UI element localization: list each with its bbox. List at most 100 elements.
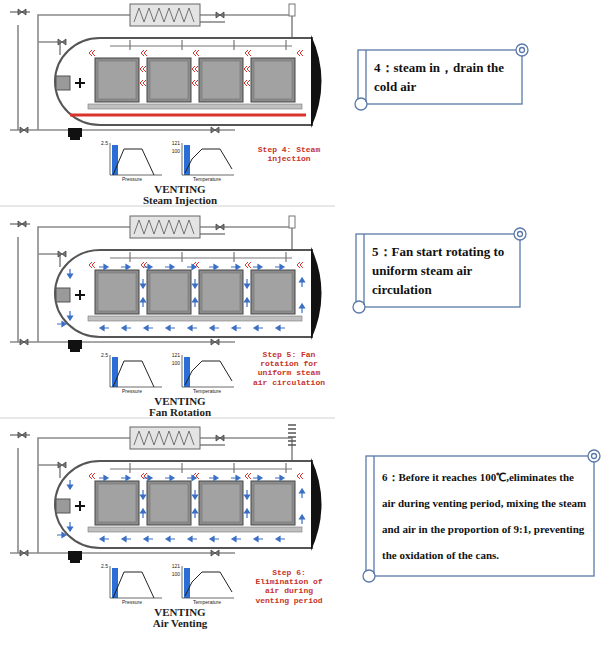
- basket-inner: [150, 273, 188, 311]
- flow-arrow: [276, 326, 285, 331]
- chart-axis: [182, 355, 234, 387]
- scroll-curl: [518, 232, 523, 237]
- flow-arrow: [122, 537, 131, 542]
- pipe: [10, 552, 235, 554]
- steam-mark: [140, 80, 146, 86]
- step-label: Step 4: Steam injection: [250, 145, 328, 163]
- flow-arrow: [99, 265, 108, 270]
- flow-arrow: [188, 326, 197, 331]
- chart-axis: [110, 566, 162, 598]
- steam-mark: [192, 80, 198, 86]
- stage-subtitle: Steam Injection: [143, 194, 217, 206]
- flow-arrow: [100, 326, 109, 331]
- chart-bar: [184, 357, 190, 387]
- scroll-banner: 4：steam in，drain the cold air: [352, 40, 532, 112]
- basket-inner: [98, 484, 136, 522]
- basket-inner: [202, 61, 240, 99]
- chart-curve: [113, 572, 154, 598]
- basket: [147, 270, 191, 314]
- vent-valve: [288, 425, 296, 445]
- flow-arrow: [253, 265, 262, 270]
- flow-arrow: [121, 265, 130, 270]
- axis-value: 100: [172, 149, 180, 155]
- axis-value: 2.5: [101, 564, 108, 570]
- scroll-curl: [355, 98, 367, 110]
- step-note: 5：Fan start rotating to uniform steam ai…: [350, 224, 530, 315]
- flow-arrow: [141, 298, 146, 307]
- heat-exchanger-coil: [134, 220, 194, 234]
- valve-symbol: [211, 339, 219, 345]
- chart-curve: [185, 149, 232, 173]
- basket: [95, 58, 139, 102]
- nozzle: [233, 252, 234, 262]
- fan-symbol: [75, 290, 85, 300]
- steam-mark: [140, 66, 146, 72]
- flow-arrow: [100, 537, 109, 542]
- nozzle: [129, 252, 130, 262]
- valve-symbol: [18, 432, 26, 438]
- steam-mark: [192, 66, 198, 72]
- basket: [251, 270, 295, 314]
- scroll-roll: [373, 456, 374, 574]
- axis-label: Pressure: [122, 177, 142, 183]
- axis-label: Temperature: [193, 177, 221, 183]
- flow-arrow: [253, 476, 262, 481]
- flow-arrow: [144, 326, 153, 331]
- axis-label: Pressure: [122, 600, 142, 606]
- scroll-roll: [365, 50, 366, 102]
- axis-value: 121: [172, 141, 180, 147]
- rail: [88, 316, 302, 321]
- scroll-banner: 6：Before it reaches 100℃,eliminates the …: [360, 446, 604, 584]
- scroll-curl: [363, 570, 375, 582]
- fan-motor: [56, 288, 70, 302]
- heat-exchanger: [130, 427, 200, 449]
- flow-arrow: [193, 490, 198, 499]
- valve-symbol: [18, 9, 26, 15]
- pipe: [200, 15, 292, 40]
- flow-arrow: [144, 537, 153, 542]
- flow-arrow: [245, 509, 250, 518]
- retort-door: [311, 35, 322, 128]
- flow-arrow: [193, 509, 198, 518]
- basket-inner: [254, 484, 292, 522]
- flow-arrow: [231, 265, 240, 270]
- flow-arrow: [193, 298, 198, 307]
- flow-arrow: [245, 490, 250, 499]
- valve-symbol: [58, 462, 66, 468]
- basket: [251, 58, 295, 102]
- basket: [147, 58, 191, 102]
- chart-axis: [182, 566, 234, 598]
- flow-arrow: [245, 298, 250, 307]
- scroll-outline: [352, 40, 532, 112]
- fan-symbol: [75, 78, 85, 88]
- pipe: [200, 233, 225, 235]
- nozzle: [181, 40, 182, 50]
- steam-mark: [244, 80, 250, 86]
- basket-inner: [150, 61, 188, 99]
- chart-axis: [110, 143, 162, 175]
- basket: [95, 481, 139, 525]
- chart-axis: [182, 143, 234, 175]
- pipe: [17, 448, 19, 553]
- steam-mark: [245, 50, 251, 56]
- steam-mark: [297, 50, 303, 56]
- nozzle: [129, 40, 130, 50]
- basket-inner: [202, 484, 240, 522]
- flow-arrow: [210, 537, 219, 542]
- stage-subtitle: Air Venting: [153, 617, 208, 629]
- valve-symbol: [20, 550, 28, 556]
- scroll-outline: [360, 446, 604, 584]
- step-label: Step 5: Fan rotation for uniform steam a…: [250, 350, 328, 387]
- heat-exchanger: [130, 4, 200, 26]
- pipe: [38, 465, 60, 478]
- flow-arrow: [165, 476, 174, 481]
- heat-exchanger-coil: [134, 431, 194, 445]
- basket-inner: [202, 273, 240, 311]
- retort-vessel: [55, 38, 312, 125]
- basket: [147, 481, 191, 525]
- axis-label: Temperature: [193, 600, 221, 606]
- pump-symbol: [68, 551, 82, 563]
- chart-curve: [113, 149, 154, 175]
- flow-arrow: [276, 537, 285, 542]
